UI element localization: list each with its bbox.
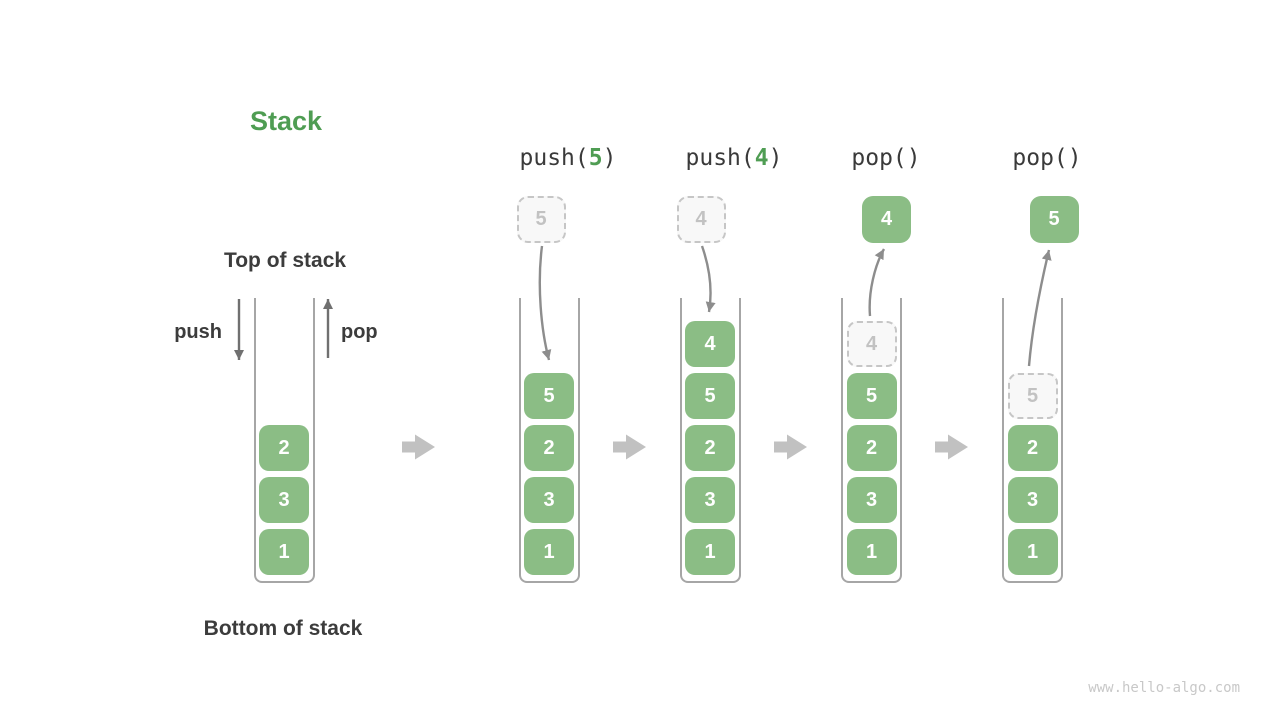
push5-curved-arrow-icon [538, 245, 552, 361]
op-text: push( [519, 145, 589, 171]
stack-cell: 4 [685, 321, 735, 367]
stage-3-stack-container: 4 5 2 3 1 [841, 298, 902, 583]
top-of-stack-label: Top of stack [223, 249, 347, 272]
transition-arrow-icon [613, 434, 646, 460]
stage-1-stack-container: 5 2 3 1 [518, 298, 580, 583]
pop-label: pop [341, 321, 378, 343]
pop4-curved-arrow-icon [868, 248, 886, 317]
stack-cell: 3 [846, 477, 897, 523]
stack-cell: 3 [685, 477, 735, 523]
stack-cell: 2 [524, 425, 574, 471]
stage-2-op-label: push(4) [686, 145, 783, 171]
transition-arrow-icon [402, 434, 435, 460]
op-arg: 4 [754, 145, 769, 171]
push4-curved-arrow-icon [700, 245, 716, 313]
stage-1-op-label: push(5) [520, 145, 617, 171]
op-arg: 5 [588, 145, 603, 171]
stack-cell: 2 [846, 425, 897, 471]
op-text: ) [1067, 145, 1082, 171]
stack-cell: 3 [1007, 477, 1058, 523]
stack-cell: 2 [1007, 425, 1058, 471]
transition-arrow-icon [935, 434, 968, 460]
op-text: ) [906, 145, 921, 171]
ghost-cell: 5 [1007, 373, 1058, 419]
op-text: pop( [1012, 145, 1068, 171]
initial-stack-container: 2 3 1 [253, 298, 315, 583]
stack-cell: 1 [524, 529, 574, 575]
stack-cell: 2 [259, 425, 309, 471]
stack-cell: 3 [259, 477, 309, 523]
op-text: pop( [851, 145, 907, 171]
stage-3-op-label: pop() [851, 145, 920, 171]
ghost-cell: 4 [846, 321, 897, 367]
bottom-of-stack-label: Bottom of stack [203, 617, 363, 640]
popped-value-box: 4 [862, 196, 911, 243]
stage-2-stack-container: 4 5 2 3 1 [679, 298, 741, 583]
stack-cell: 1 [259, 529, 309, 575]
incoming-value-box: 5 [516, 196, 566, 243]
stack-cell: 2 [685, 425, 735, 471]
stage-4-op-label: pop() [1012, 145, 1081, 171]
stack-cell: 1 [1007, 529, 1058, 575]
transition-arrow-icon [774, 434, 807, 460]
op-text: ) [602, 145, 617, 171]
diagram-title: Stack [250, 106, 323, 136]
popped-value-box: 5 [1029, 196, 1079, 243]
push-label: push [174, 321, 222, 343]
stack-cell: 5 [685, 373, 735, 419]
watermark: www.hello-algo.com [1088, 680, 1240, 696]
stack-cell: 5 [846, 373, 897, 419]
op-text: push( [685, 145, 755, 171]
stack-cell: 1 [846, 529, 897, 575]
stack-cell: 1 [685, 529, 735, 575]
stage-4-stack-container: 5 2 3 1 [1002, 298, 1063, 583]
op-text: ) [768, 145, 783, 171]
incoming-value-box: 4 [676, 196, 726, 243]
stack-cell: 3 [524, 477, 574, 523]
stack-cell: 5 [524, 373, 574, 419]
pop5-curved-arrow-icon [1027, 249, 1052, 367]
